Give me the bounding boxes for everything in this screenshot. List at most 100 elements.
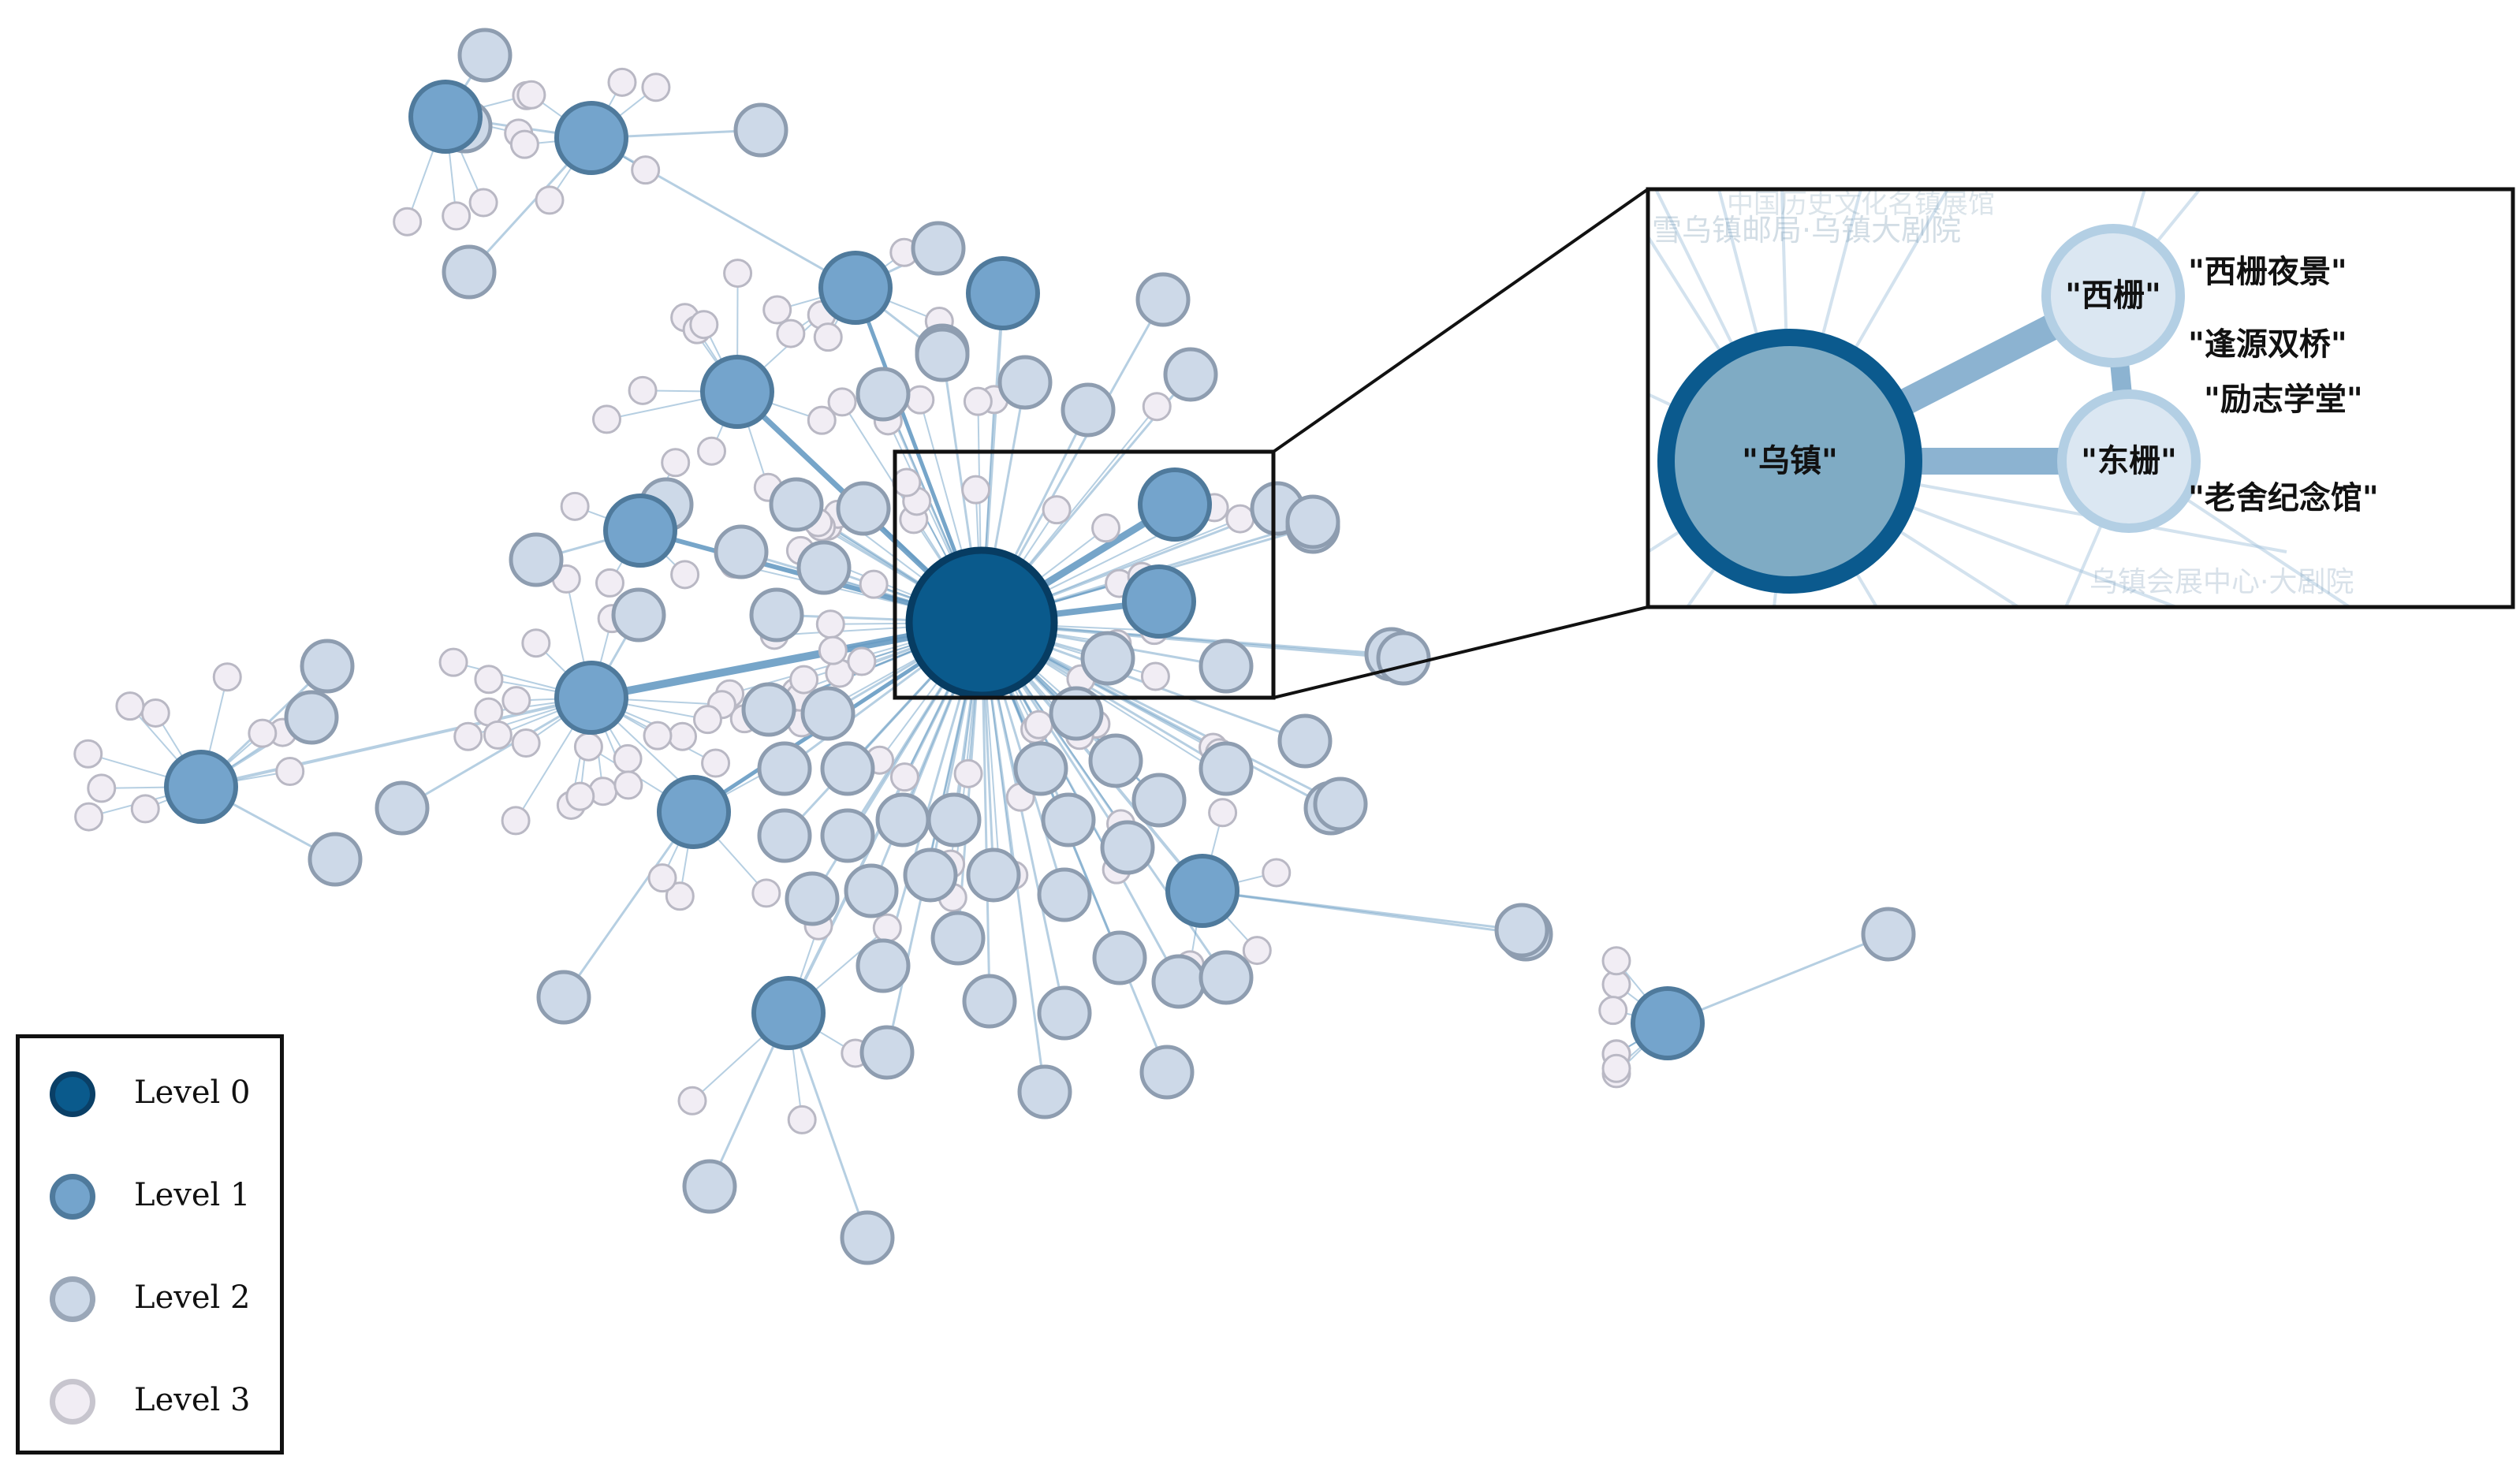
- graph-node-level-3: [905, 385, 935, 415]
- graph-node-level-3: [483, 720, 513, 750]
- graph-edge: [591, 136, 856, 289]
- graph-node-level-3: [501, 686, 531, 716]
- graph-node-level-2: [930, 911, 986, 966]
- graph-node-level-3: [963, 386, 993, 416]
- zoom-connector-top: [1272, 188, 1650, 453]
- graph-node-level-3: [1042, 495, 1072, 525]
- graph-node-level-3: [74, 802, 104, 832]
- graph-node-level-3: [1140, 661, 1170, 691]
- graph-node-level-2: [911, 221, 966, 276]
- zoom-node-dongzha: [2057, 389, 2201, 533]
- graph-node-level-2: [1198, 950, 1254, 1005]
- legend-swatch-level-3: [50, 1379, 95, 1425]
- legend-swatch-level-2: [50, 1276, 95, 1322]
- graph-node-level-3: [595, 568, 624, 598]
- graph-node-level-1: [1122, 564, 1196, 639]
- graph-node-level-3: [1091, 513, 1121, 543]
- graph-node-level-2: [457, 28, 513, 83]
- graph-node-level-3: [1142, 392, 1172, 422]
- zoom-center-node: [1657, 329, 1922, 594]
- highlight-box: [893, 449, 1276, 700]
- graph-node-level-2: [733, 102, 788, 158]
- graph-node-level-2: [800, 686, 856, 741]
- graph-node-level-2: [1092, 930, 1147, 985]
- graph-node-level-3: [438, 647, 468, 677]
- graph-node-level-2: [840, 1210, 895, 1265]
- graph-node-level-2: [859, 1025, 915, 1080]
- graph-node-level-3: [1225, 504, 1255, 534]
- graph-node-level-2: [1198, 741, 1254, 796]
- graph-node-level-1: [966, 256, 1040, 330]
- graph-node-level-2: [856, 938, 911, 993]
- graph-node-level-3: [607, 67, 637, 97]
- zoom-node-xizha: [2041, 224, 2185, 367]
- graph-node-level-3: [961, 475, 991, 505]
- graph-node-level-3: [859, 569, 889, 599]
- legend-label-level-0: Level 0: [134, 1075, 251, 1111]
- graph-node-level-2: [915, 327, 970, 382]
- graph-node-level-2: [741, 682, 796, 737]
- zoom-inset: 雪乌镇邮局·乌镇大剧院 中国历史文化名镇展馆 乌镇会展中心·大剧院 "乌镇" "…: [1646, 187, 2515, 609]
- graph-node-level-3: [560, 491, 590, 521]
- graph-node-level-1: [1631, 986, 1705, 1060]
- graph-node-level-3: [442, 201, 472, 231]
- graph-node-level-3: [692, 705, 722, 735]
- graph-node-level-3: [140, 698, 170, 728]
- graph-node-level-3: [631, 155, 661, 185]
- graph-node-level-3: [953, 758, 983, 788]
- graph-node-level-2: [1151, 954, 1206, 1009]
- graph-node-level-1: [408, 80, 483, 154]
- graph-node-level-3: [723, 259, 753, 289]
- graph-node-level-2: [611, 587, 666, 643]
- graph-node-level-2: [308, 832, 363, 887]
- graph-node-level-2: [966, 847, 1021, 903]
- graph-node-level-3: [647, 863, 677, 893]
- graph-node-level-3: [73, 739, 103, 769]
- graph-node-level-3: [677, 1086, 707, 1116]
- graph-node-level-2: [796, 540, 852, 595]
- graph-node-level-3: [641, 73, 671, 102]
- graph-node-level-3: [818, 635, 848, 665]
- graph-node-level-3: [1598, 996, 1628, 1026]
- graph-node-level-3: [115, 691, 145, 721]
- graph-node-level-3: [1023, 710, 1053, 739]
- graph-edge: [1202, 889, 1523, 932]
- graph-node-level-3: [789, 665, 819, 695]
- graph-node-level-2: [856, 367, 911, 422]
- graph-node-level-3: [697, 436, 727, 466]
- graph-node-level-3: [807, 405, 837, 435]
- zoom-connector-bottom: [1273, 605, 1649, 699]
- graph-node-level-1: [657, 775, 731, 849]
- graph-node-level-2: [1049, 686, 1104, 741]
- graph-node-level-1: [1138, 467, 1212, 542]
- graph-node-level-2: [1494, 903, 1549, 958]
- graph-node-level-3: [474, 665, 504, 695]
- graph-nodes: [73, 28, 1916, 1265]
- graph-node-level-2: [442, 244, 497, 300]
- graph-node-level-3: [1601, 1053, 1631, 1083]
- legend-label-level-2: Level 2: [134, 1279, 251, 1316]
- graph-node-level-2: [1313, 777, 1368, 832]
- graph-node-level-3: [613, 770, 643, 800]
- graph-node-level-2: [1088, 733, 1143, 788]
- graph-node-level-3: [813, 322, 843, 352]
- graph-node-level-2: [1013, 741, 1068, 796]
- graph-node-level-1: [554, 661, 628, 735]
- graph-node-level-2: [1080, 631, 1135, 686]
- graph-node-level-2: [1139, 1045, 1195, 1100]
- graph-node-level-2: [1861, 907, 1916, 962]
- graph-node-level-2: [926, 792, 982, 847]
- legend-item-level-0: Level 0: [20, 1057, 280, 1136]
- graph-node-level-3: [212, 662, 242, 692]
- graph-node-level-3: [889, 762, 919, 792]
- graph-node-level-3: [776, 318, 806, 348]
- graph-node-level-2: [714, 524, 769, 579]
- graph-node-level-2: [820, 808, 875, 863]
- graph-node-level-3: [827, 387, 857, 417]
- graph-node-level-2: [1376, 631, 1431, 686]
- graph-node-level-2: [785, 871, 840, 926]
- graph-node-level-3: [501, 806, 531, 836]
- graph-node-level-2: [300, 639, 355, 694]
- graph-node-level-3: [701, 748, 731, 778]
